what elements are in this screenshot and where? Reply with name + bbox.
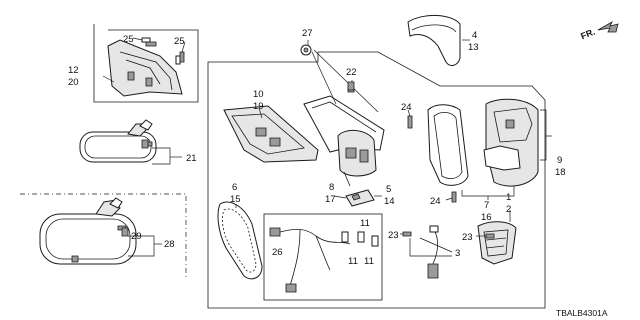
- callout-29: 29: [131, 231, 142, 242]
- callout-20: 20: [68, 77, 79, 88]
- mirror-housing-cover: [223, 105, 319, 163]
- callout-17: 17: [325, 194, 336, 205]
- mirror-wire-harness: [269, 227, 379, 293]
- screw-24a: [407, 115, 413, 129]
- mirror-cap: [407, 15, 461, 66]
- callout-11b: 11: [348, 256, 358, 267]
- harness-subframe: [263, 213, 383, 301]
- mirror-base-bracket: [107, 37, 183, 97]
- screw-24b: [451, 191, 457, 203]
- callout-4: 4: [472, 30, 477, 41]
- callout-13: 13: [468, 42, 479, 53]
- callout-15: 15: [230, 194, 241, 205]
- callout-25b: 25: [174, 36, 185, 47]
- callout-24a: 24: [401, 102, 412, 113]
- callout-11c: 11: [364, 256, 374, 267]
- leader-27b: [311, 51, 337, 105]
- leader-25a: [132, 37, 143, 41]
- callout-23b: 23: [462, 232, 473, 243]
- inner-rearview-mirror-lower: [39, 197, 137, 265]
- mirror-bracket-actuator: [300, 44, 385, 187]
- leader-12: [102, 75, 115, 83]
- callout-8: 8: [329, 182, 334, 193]
- callout-27: 27: [302, 28, 313, 39]
- direction-label: FR.: [579, 27, 596, 42]
- fasteners: [121, 41, 495, 239]
- leader-25b: [181, 41, 186, 53]
- screw-25b: [179, 51, 185, 63]
- front-direction-arrow-icon: [597, 20, 619, 33]
- callout-24b: 24: [430, 196, 441, 207]
- callout-14: 14: [384, 196, 395, 207]
- leader-28: [128, 235, 155, 257]
- callout-11a: 11: [360, 218, 370, 229]
- leader-9: [540, 109, 547, 161]
- callout-5: 5: [386, 184, 391, 195]
- screw-22: [347, 81, 355, 91]
- side-turn-lamp: [477, 221, 517, 265]
- outer-housing-assembly: [427, 98, 539, 187]
- callout-numbers: 27 4 13 25 25 12 20 22 10 19 24 21 9 18 …: [68, 28, 566, 267]
- mirror-glass: [217, 201, 263, 280]
- screw-25a: [145, 41, 157, 47]
- mirror-base-frame: [93, 24, 199, 103]
- callout-26: 26: [272, 247, 283, 258]
- callout-10: 10: [253, 89, 264, 100]
- callout-28: 28: [164, 239, 175, 250]
- lamp-connector: [427, 225, 439, 279]
- leader-24a: [407, 109, 411, 117]
- screw-23b: [485, 233, 495, 239]
- callout-12: 12: [68, 65, 79, 76]
- leader-3: [409, 238, 452, 257]
- inner-rearview-mirror-upper: [79, 119, 157, 163]
- callout-21: 21: [186, 153, 197, 164]
- leader-21: [152, 147, 171, 165]
- actuator-cover: [345, 189, 375, 207]
- screw-23a: [402, 231, 412, 237]
- callout-3: 3: [455, 248, 460, 259]
- leader-3b: [419, 237, 453, 253]
- leader-27c: [313, 49, 379, 113]
- callout-16: 16: [481, 212, 492, 223]
- callout-1: 1: [506, 192, 511, 203]
- screw-21: [141, 139, 149, 149]
- callout-7: 7: [484, 200, 489, 211]
- callout-6: 6: [232, 182, 237, 193]
- leader-8: [333, 195, 347, 199]
- screw-29: [121, 227, 129, 237]
- leader-24b: [445, 197, 453, 201]
- callout-9: 9: [557, 155, 562, 166]
- callout-19: 19: [253, 101, 264, 112]
- callout-18: 18: [555, 167, 566, 178]
- callout-22: 22: [346, 67, 357, 78]
- main-assembly-frame: [207, 51, 546, 309]
- callout-23a: 23: [388, 230, 399, 241]
- callout-2: 2: [506, 204, 511, 215]
- callout-25a: 25: [123, 34, 134, 45]
- diagram-code: TBALB4301A: [556, 308, 608, 318]
- leader-10: [258, 107, 263, 119]
